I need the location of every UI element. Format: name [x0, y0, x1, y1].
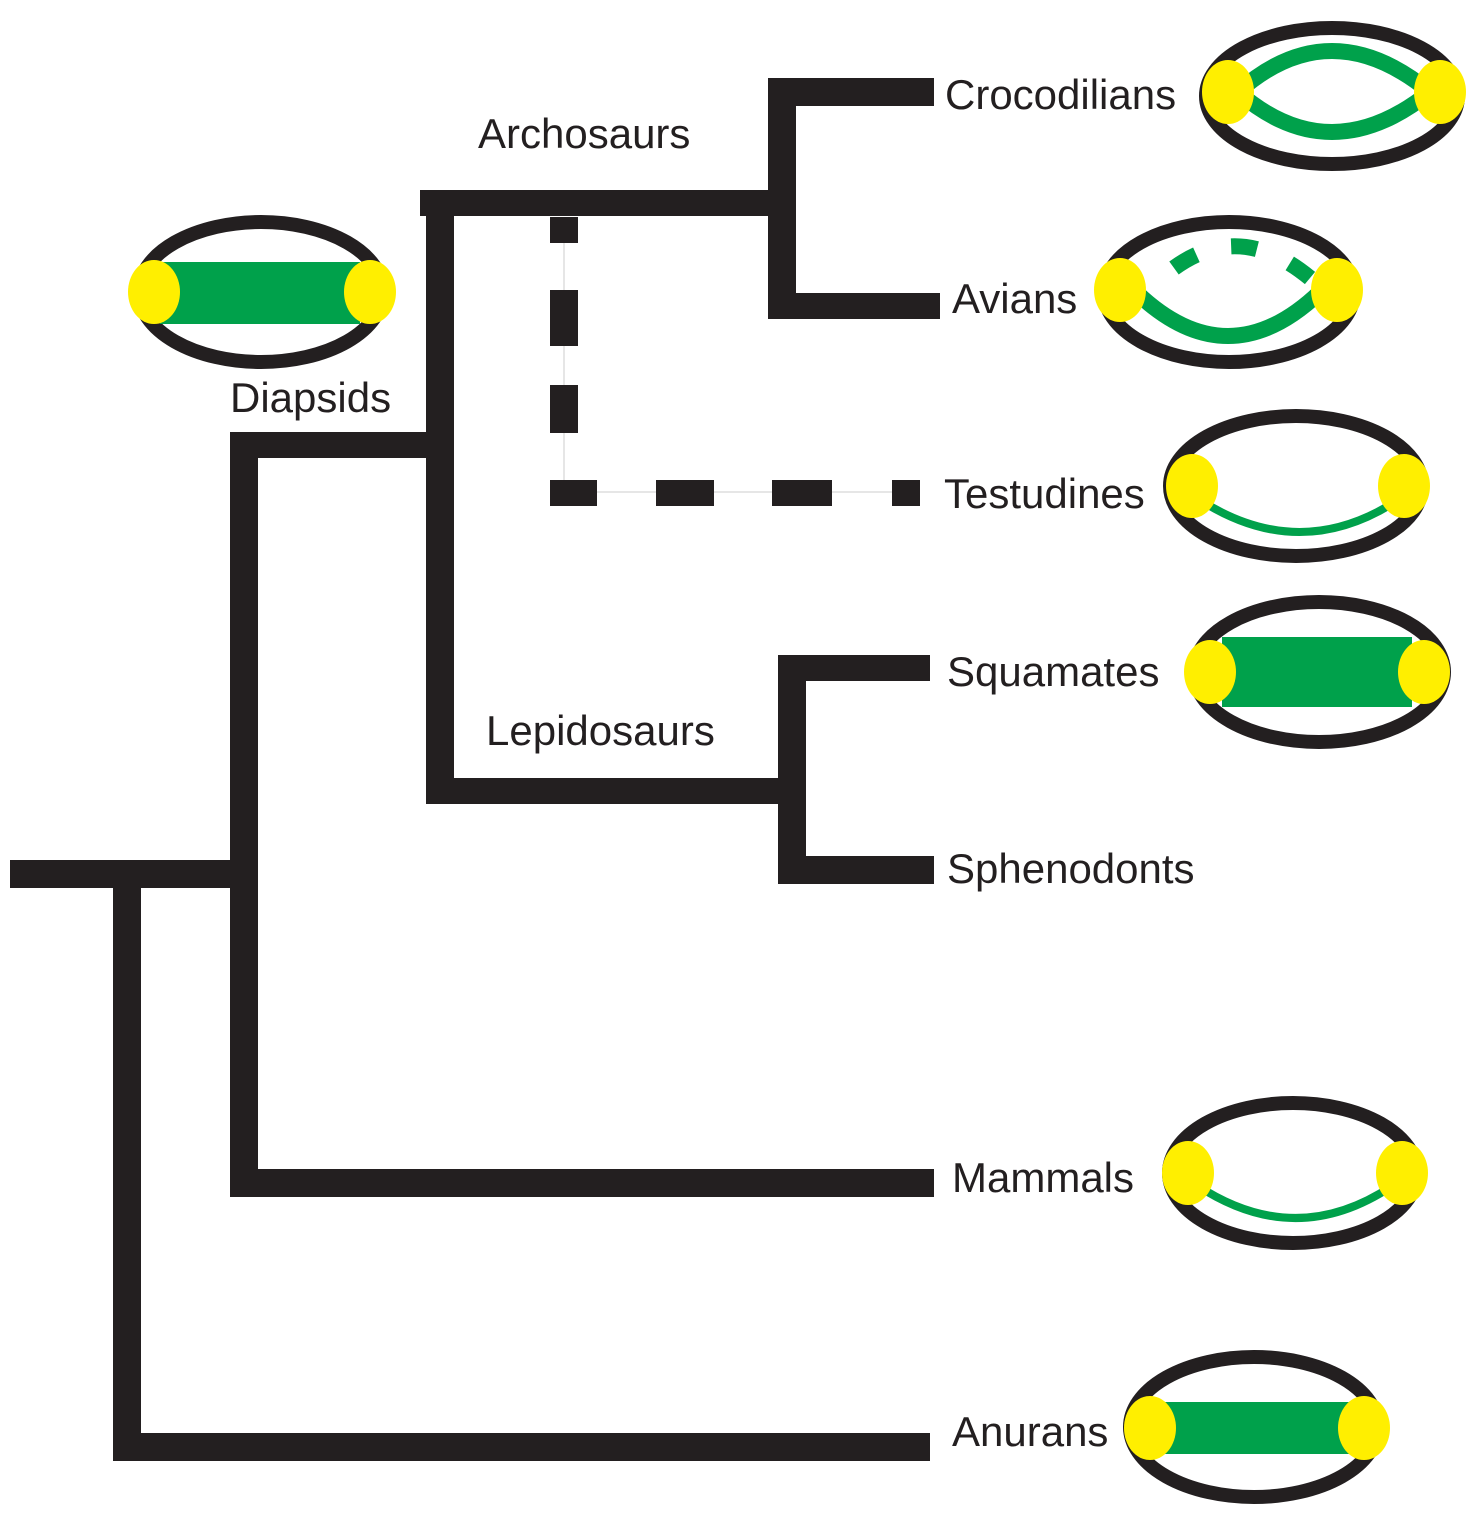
label-anurans: Anurans: [952, 1408, 1108, 1455]
branch-archosaur-vertical: [768, 78, 796, 319]
clade-labels: Archosaurs Diapsids Lepidosaurs: [230, 110, 715, 754]
tree-branches: [10, 78, 940, 1461]
label-sphenodonts: Sphenodonts: [947, 845, 1195, 892]
branch-lepidosaurs: [426, 778, 804, 804]
label-archosaurs: Archosaurs: [478, 110, 690, 157]
label-diapsids: Diapsids: [230, 374, 391, 421]
branch-anurans: [113, 1433, 930, 1461]
branch-sphenodonts: [778, 856, 934, 884]
branch-avians: [768, 293, 940, 319]
branch-diapsids: [230, 432, 442, 458]
label-crocodilians: Crocodilians: [945, 71, 1176, 118]
testudines-dashed-branch: [550, 217, 920, 506]
branch-diapsid-vertical: [426, 190, 454, 804]
testudines-icon: [1163, 409, 1430, 563]
label-testudines: Testudines: [944, 470, 1145, 517]
label-lepidosaurs: Lepidosaurs: [486, 707, 715, 754]
diapsids-icon: [128, 215, 396, 369]
branch-archosaurs: [420, 190, 794, 216]
taxon-labels: Crocodilians Avians Testudines Squamates…: [944, 71, 1195, 1455]
branch-lepidosaur-vertical: [778, 655, 806, 884]
branch-amniote-vertical: [230, 432, 258, 1197]
branch-squamates: [778, 655, 930, 681]
label-squamates: Squamates: [947, 648, 1159, 695]
branch-crocodilians: [768, 78, 934, 106]
avians-icon: [1094, 215, 1363, 369]
branch-mammals: [230, 1169, 934, 1197]
label-avians: Avians: [952, 275, 1077, 322]
mammals-icon: [1162, 1096, 1428, 1250]
branch-anuran-vertical: [113, 874, 141, 1460]
anurans-icon: [1123, 1350, 1390, 1504]
squamates-icon: [1184, 595, 1451, 749]
label-mammals: Mammals: [952, 1154, 1134, 1201]
crocodilians-icon: [1199, 21, 1466, 171]
